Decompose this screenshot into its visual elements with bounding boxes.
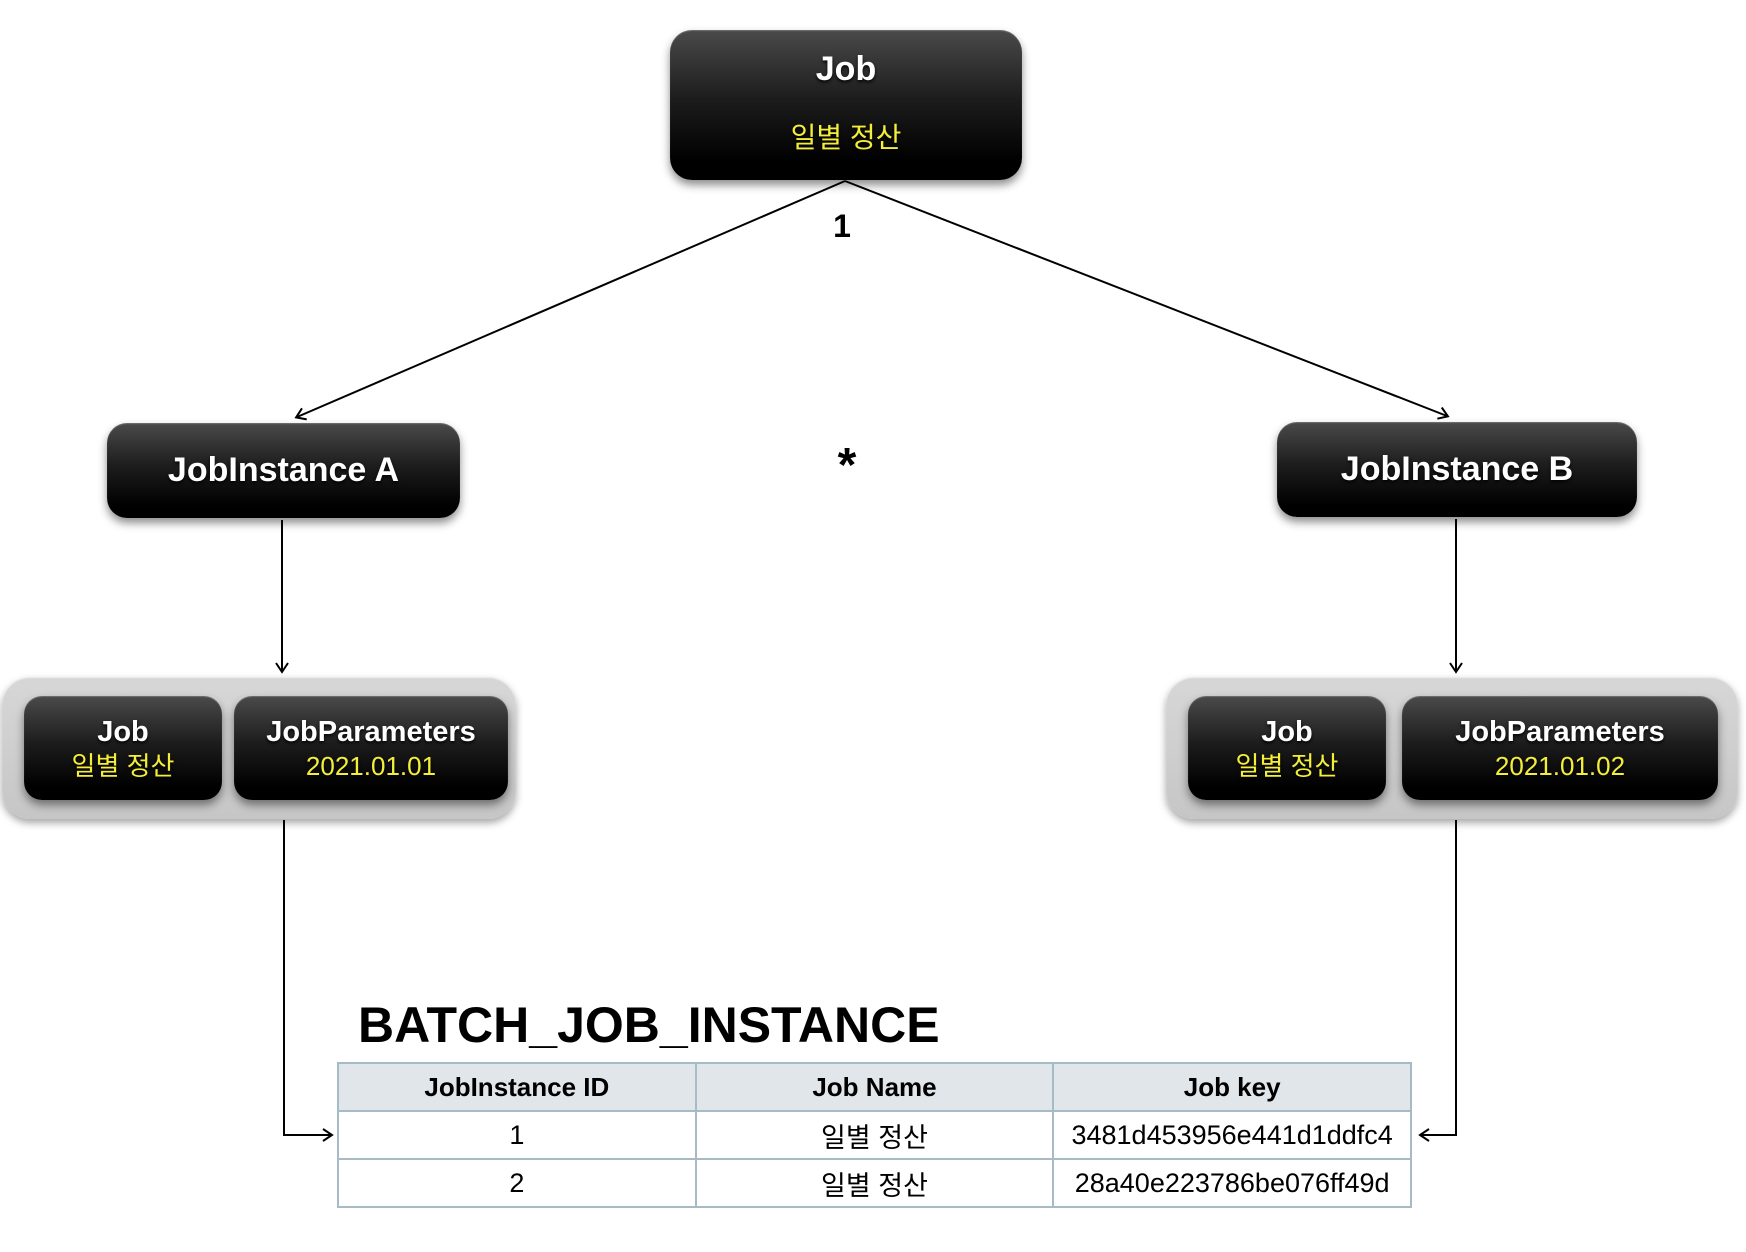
job-instance-b-label: JobInstance B bbox=[1340, 450, 1574, 488]
cell-job-key: 3481d453956e441d1ddfc4 bbox=[1052, 1110, 1412, 1160]
group-a-job-title: Job bbox=[97, 715, 149, 748]
job-node-subtitle: 일별 정산 bbox=[790, 122, 902, 153]
job-instance-b-node: JobInstance B bbox=[1277, 422, 1637, 517]
batch-job-instance-table: JobInstance ID Job Name Job key 1 일별 정산 … bbox=[337, 1062, 1412, 1208]
job-instance-a-label: JobInstance A bbox=[167, 451, 400, 489]
job-node: Job 일별 정산 bbox=[670, 30, 1022, 180]
cell-job-name: 일별 정산 bbox=[694, 1110, 1055, 1160]
group-a-jobparameters-value: 2021.01.01 bbox=[305, 750, 437, 781]
cell-job-key: 28a40e223786be076ff49d bbox=[1052, 1158, 1412, 1208]
group-a-job-node: Job 일별 정산 bbox=[24, 696, 222, 800]
instance-a-composition-group: Job 일별 정산 JobParameters 2021.01.01 bbox=[2, 677, 516, 819]
group-b-jobparameters-title: JobParameters bbox=[1455, 715, 1665, 748]
header-job-name: Job Name bbox=[694, 1062, 1055, 1112]
header-jobinstance-id: JobInstance ID bbox=[337, 1062, 697, 1112]
group-b-job-value: 일별 정산 bbox=[1235, 750, 1339, 781]
header-job-key: Job key bbox=[1052, 1062, 1412, 1112]
group-b-jobparameters-value: 2021.01.02 bbox=[1494, 750, 1626, 781]
job-node-title: Job bbox=[815, 50, 877, 88]
table-title: BATCH_JOB_INSTANCE bbox=[358, 997, 940, 1053]
cell-job-name: 일별 정산 bbox=[694, 1158, 1055, 1208]
cell-jobinstance-id: 2 bbox=[337, 1158, 697, 1208]
group-b-jobparameters-node: JobParameters 2021.01.02 bbox=[1402, 696, 1718, 800]
edge-job-to-instance-a bbox=[294, 180, 846, 421]
table-header-row: JobInstance ID Job Name Job key bbox=[337, 1062, 1412, 1112]
group-b-job-title: Job bbox=[1261, 715, 1313, 748]
group-b-job-node: Job 일별 정산 bbox=[1188, 696, 1386, 800]
group-a-jobparameters-node: JobParameters 2021.01.01 bbox=[234, 696, 508, 800]
table-row: 2 일별 정산 28a40e223786be076ff49d bbox=[337, 1158, 1412, 1208]
group-a-jobparameters-title: JobParameters bbox=[266, 715, 476, 748]
group-a-job-value: 일별 정산 bbox=[71, 750, 175, 781]
cell-jobinstance-id: 1 bbox=[337, 1110, 697, 1160]
edge-group-a-to-table bbox=[283, 820, 334, 1142]
instance-b-composition-group: Job 일별 정산 JobParameters 2021.01.02 bbox=[1166, 677, 1738, 819]
job-instance-a-node: JobInstance A bbox=[107, 423, 460, 518]
edge-job-to-instance-b bbox=[844, 180, 1450, 420]
multiplicity-one-label: 1 bbox=[833, 208, 851, 244]
table-row: 1 일별 정산 3481d453956e441d1ddfc4 bbox=[337, 1110, 1412, 1160]
edge-group-b-to-table bbox=[1418, 820, 1457, 1142]
multiplicity-many-label: * bbox=[837, 439, 857, 492]
